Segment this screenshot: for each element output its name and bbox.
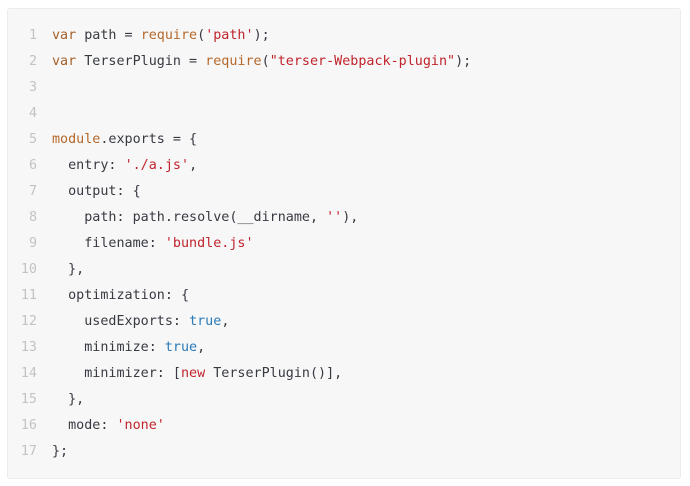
- line-number: 14: [20, 366, 37, 381]
- line-number: 3: [28, 80, 37, 95]
- code-token-string: 'bundle.js': [164, 236, 254, 251]
- code-token-plain: ,: [221, 314, 230, 329]
- line-code: module.exports = {: [37, 127, 680, 153]
- code-token-new: new: [181, 366, 206, 381]
- line-number: 4: [28, 106, 37, 121]
- code-token-string: 'path': [205, 28, 254, 43]
- code-token-string: "terser-Webpack-plugin": [269, 54, 456, 69]
- code-line: 17};: [8, 439, 680, 465]
- line-code: [37, 75, 680, 101]
- line-code: filename: 'bundle.js': [37, 231, 680, 257]
- code-token-string: '': [326, 210, 343, 225]
- code-token-plain: TerserPlugin =: [76, 54, 206, 69]
- code-token-bool: true: [189, 314, 222, 329]
- code-token-plain: minimizer: [: [52, 366, 181, 381]
- code-line: 7 output: {: [8, 179, 680, 205]
- line-number: 7: [28, 184, 37, 199]
- code-token-plain: ,: [197, 340, 206, 355]
- line-code: },: [37, 387, 680, 413]
- line-code: var path = require('path');: [37, 23, 680, 49]
- line-number: 13: [20, 340, 37, 355]
- code-line: 13 minimize: true,: [8, 335, 680, 361]
- code-line: 14 minimizer: [new TerserPlugin()],: [8, 361, 680, 387]
- code-token-plain: ),: [342, 210, 359, 225]
- line-code: usedExports: true,: [37, 309, 680, 335]
- code-token-plain: output: {: [52, 184, 141, 199]
- line-number: 11: [20, 288, 37, 303]
- code-token-string: 'none': [116, 418, 165, 433]
- code-token-plain: minimize:: [52, 340, 165, 355]
- code-line: 4: [8, 101, 680, 127]
- line-code: },: [37, 257, 680, 283]
- line-code: mode: 'none': [37, 413, 680, 439]
- line-number: 1: [28, 28, 37, 43]
- code-token-plain: );: [253, 28, 270, 43]
- code-token-plain: };: [52, 444, 69, 459]
- line-code: };: [37, 439, 680, 465]
- line-number: 15: [20, 392, 37, 407]
- code-line: 11 optimization: {: [8, 283, 680, 309]
- line-number: 9: [28, 236, 37, 251]
- code-token-plain: path =: [76, 28, 141, 43]
- line-code: minimizer: [new TerserPlugin()],: [37, 361, 680, 387]
- code-token-plain: optimization: {: [52, 288, 190, 303]
- line-code: [37, 101, 680, 127]
- line-number: 8: [28, 210, 37, 225]
- line-code: path: path.resolve(__dirname, ''),: [37, 205, 680, 231]
- code-line: 12 usedExports: true,: [8, 309, 680, 335]
- code-token-plain: },: [52, 392, 85, 407]
- line-number: 2: [28, 54, 37, 69]
- code-token-plain: path: path.resolve(__dirname,: [52, 210, 327, 225]
- code-token-builtin: module: [52, 132, 101, 147]
- line-code: entry: './a.js',: [37, 153, 680, 179]
- code-token-plain: filename:: [52, 236, 165, 251]
- code-token-builtin: require: [140, 28, 198, 43]
- code-token-plain: entry:: [52, 158, 125, 173]
- code-token-builtin: require: [205, 54, 262, 69]
- line-code: optimization: {: [37, 283, 680, 309]
- code-token-plain: usedExports:: [52, 314, 190, 329]
- line-number: 12: [20, 314, 37, 329]
- code-line: 10 },: [8, 257, 680, 283]
- code-token-plain: ,: [189, 158, 198, 173]
- code-token-keyword: var: [52, 54, 77, 69]
- line-code: var TerserPlugin = require("terser-Webpa…: [37, 49, 680, 75]
- code-line: 9 filename: 'bundle.js': [8, 231, 680, 257]
- code-token-plain: },: [52, 262, 85, 277]
- line-number: 5: [28, 132, 37, 147]
- code-token-bool: true: [164, 340, 198, 355]
- code-token-plain: mode:: [52, 418, 117, 433]
- line-number: 16: [20, 418, 37, 433]
- code-line: 16 mode: 'none': [8, 413, 680, 439]
- code-line: 8 path: path.resolve(__dirname, ''),: [8, 205, 680, 231]
- line-code: minimize: true,: [37, 335, 680, 361]
- code-token-plain: );: [455, 54, 472, 69]
- code-line: 6 entry: './a.js',: [8, 153, 680, 179]
- code-token-plain: .exports = {: [100, 132, 198, 147]
- code-token-string: './a.js': [124, 158, 190, 173]
- line-number: 6: [28, 158, 37, 173]
- code-token-plain: (: [261, 54, 270, 69]
- line-code: output: {: [37, 179, 680, 205]
- code-token-plain: (: [197, 28, 206, 43]
- line-number: 10: [20, 262, 37, 277]
- code-token-plain: TerserPlugin()],: [205, 366, 343, 381]
- code-token-keyword: var: [52, 28, 77, 43]
- code-line: 3: [8, 75, 680, 101]
- code-line: 15 },: [8, 387, 680, 413]
- line-number: 17: [20, 444, 37, 459]
